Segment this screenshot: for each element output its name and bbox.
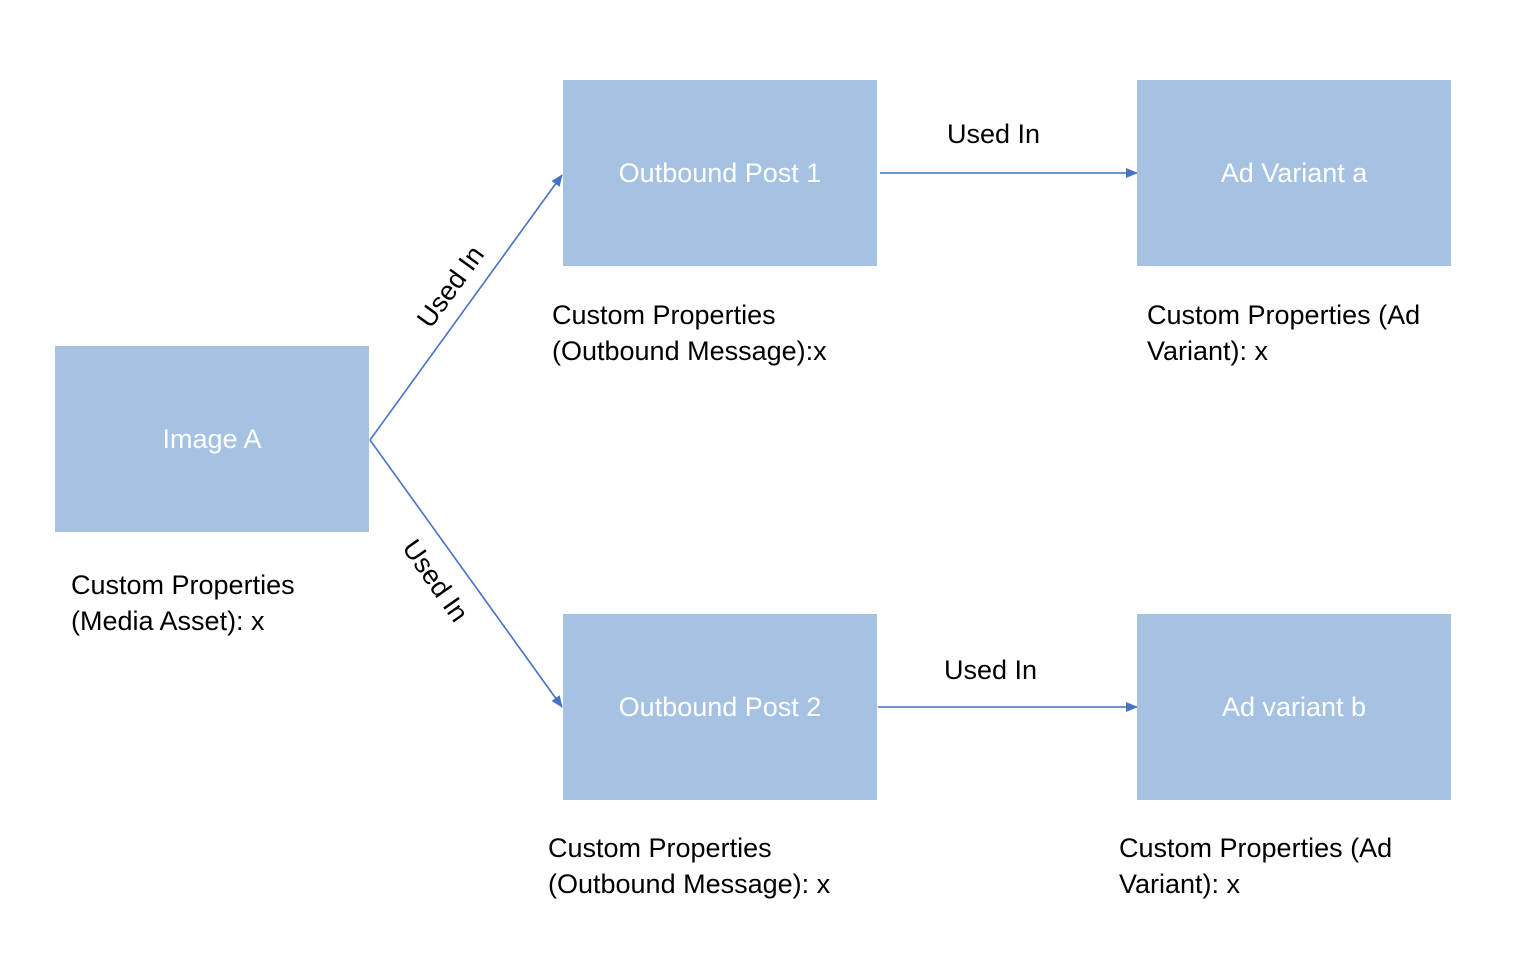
edge-label-outbound-post-1-to-ad-variant-a: Used In — [947, 119, 1041, 149]
node-outbound-post-1[interactable]: Outbound Post 1 — [563, 80, 877, 266]
node-image-a-label: Image A — [162, 423, 262, 454]
edge-label-outbound-post-2-to-ad-variant-b: Used In — [944, 655, 1038, 685]
node-ad-variant-a[interactable]: Ad Variant a — [1137, 80, 1451, 266]
node-ad-variant-a-label: Ad Variant a — [1220, 157, 1368, 188]
node-ad-variant-b-label: Ad variant b — [1221, 691, 1367, 722]
node-image-a[interactable]: Image A — [55, 346, 369, 532]
caption-outbound-post-2: Custom Properties (Outbound Message): x — [548, 833, 831, 899]
node-outbound-post-2[interactable]: Outbound Post 2 — [563, 614, 877, 800]
caption-ad-variant-b: Custom Properties (Ad Variant): x — [1119, 833, 1393, 899]
edge-image-a-to-outbound-post-1 — [369, 174, 563, 441]
node-ad-variant-b[interactable]: Ad variant b — [1137, 614, 1451, 800]
node-outbound-post-2-label: Outbound Post 2 — [618, 691, 822, 722]
caption-outbound-post-1: Custom Properties (Outbound Message):x — [552, 300, 827, 366]
edge-image-a-to-outbound-post-2 — [369, 439, 563, 708]
node-outbound-post-1-label: Outbound Post 1 — [618, 157, 822, 188]
caption-ad-variant-a: Custom Properties (Ad Variant): x — [1147, 300, 1421, 366]
caption-image-a: Custom Properties (Media Asset): x — [71, 570, 295, 636]
